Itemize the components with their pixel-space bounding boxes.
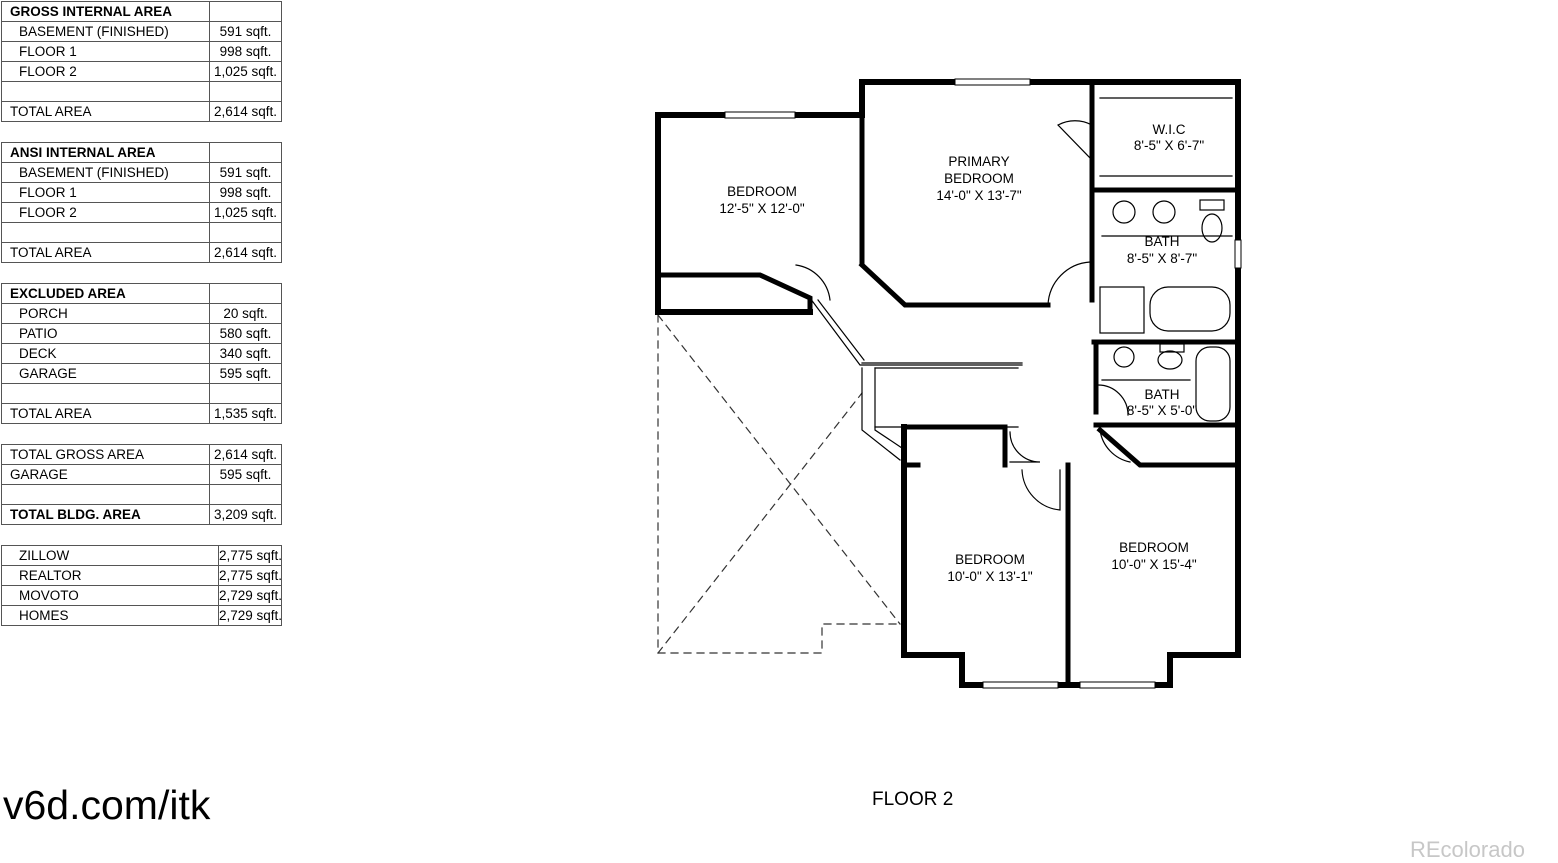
room-name: BEDROOM: [1119, 540, 1189, 555]
toilet: [1201, 213, 1223, 243]
table-header: GROSS INTERNAL AREA: [1, 1, 210, 22]
gross-internal-area-table: GROSS INTERNAL AREA BASEMENT (FINISHED)5…: [1, 1, 282, 122]
room-name: BEDROOM: [944, 171, 1014, 186]
room-size: 12'-5" X 12'-0": [719, 201, 804, 216]
room-name: BATH: [1144, 387, 1179, 402]
room-size: 14'-0" X 13'-7": [936, 188, 1021, 203]
table-row: BASEMENT (FINISHED)591 sqft.: [1, 162, 282, 183]
table-header: ANSI INTERNAL AREA: [1, 142, 210, 163]
room-size: 10'-0" X 13'-1": [947, 569, 1032, 584]
floor-title: FLOOR 2: [872, 789, 954, 810]
patio-dashed-outline: [657, 314, 901, 654]
floor-plan: BEDROOM 12'-5" X 12'-0" PRIMARY BEDROOM …: [655, 78, 1242, 689]
sink: [1113, 346, 1135, 368]
exterior-walls: [655, 79, 1241, 688]
room-name: PRIMARY: [948, 154, 1009, 169]
room-size: 10'-0" X 15'-4": [1111, 557, 1196, 572]
room-name: BEDROOM: [955, 552, 1025, 567]
ansi-internal-area-table: ANSI INTERNAL AREA BASEMENT (FINISHED)59…: [1, 142, 282, 263]
toilet: [1157, 350, 1183, 370]
room-size: 8'-5" X 5'-0": [1127, 403, 1197, 418]
thin-lines: [795, 97, 1233, 511]
bathtub: [1149, 286, 1231, 332]
toilet-tank: [1199, 199, 1225, 211]
room-name: BATH: [1144, 234, 1179, 249]
room-name: BEDROOM: [727, 184, 797, 199]
windows: [724, 78, 1242, 689]
sink: [1152, 200, 1176, 224]
area-tables: GROSS INTERNAL AREA BASEMENT (FINISHED)5…: [1, 1, 282, 646]
url-text: v6d.com/itk: [3, 782, 211, 828]
room-name: W.I.C: [1153, 122, 1186, 137]
room-size: 8'-5" X 8'-7": [1127, 251, 1197, 266]
shower: [1099, 286, 1145, 334]
bathtub: [1195, 346, 1231, 422]
watermark: REcolorado: [1410, 837, 1525, 862]
sink: [1112, 200, 1136, 224]
table-header: EXCLUDED AREA: [1, 283, 210, 304]
table-row: BASEMENT (FINISHED)591 sqft.: [1, 21, 282, 42]
staircase: [861, 367, 1019, 461]
room-size: 8'-5" X 6'-7": [1134, 138, 1204, 153]
toilet-tank: [1159, 343, 1185, 353]
